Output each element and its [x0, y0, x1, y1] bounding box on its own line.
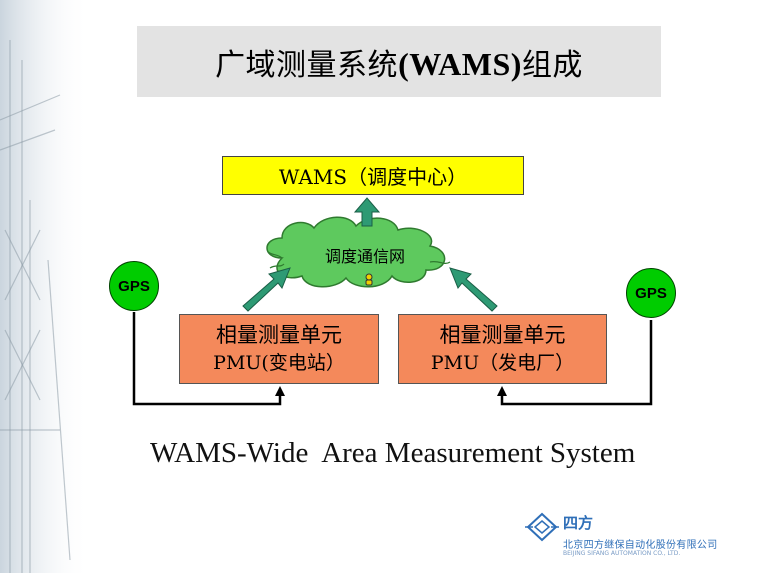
- company-logo: 四方 北京四方继保自动化股份有限公司 BEIJING SIFANG AUTOMA…: [525, 510, 750, 560]
- pmu-powerplant-line1: 相量测量单元: [439, 323, 566, 347]
- diamond-logo-icon: [525, 512, 559, 542]
- arrow-right-pmu-to-cloud: [449, 267, 498, 312]
- network-label: 调度通信网: [324, 247, 405, 266]
- logo-name: 四方: [563, 514, 594, 532]
- arrow-left-pmu-to-cloud: [242, 267, 291, 312]
- gps-left: GPS: [109, 261, 159, 311]
- logo-company-cn: 北京四方继保自动化股份有限公司: [563, 540, 718, 551]
- gps-right-link: [500, 320, 653, 406]
- network-cloud: [266, 216, 446, 288]
- dispatch-center-label: WAMS（调度中心）: [278, 165, 468, 189]
- pmu-substation-line2: PMU(变电站）: [213, 352, 345, 374]
- pmu-substation-box: 相量测量单元 PMU(变电站）: [179, 314, 379, 384]
- arrowhead-right: [497, 386, 507, 396]
- title-banner: 广域测量系统(WAMS)组成: [137, 26, 661, 97]
- background-decoration: [0, 0, 90, 573]
- wams-caption: WAMS-Wide Area Measurement System: [150, 437, 636, 469]
- gps-right-label: GPS: [635, 284, 667, 302]
- logo-company-en: BEIJING SIFANG AUTOMATION CO., LTD.: [563, 550, 681, 557]
- gps-right: GPS: [626, 268, 676, 318]
- arrow-up-to-center: [353, 197, 381, 227]
- gps-left-link: [132, 312, 282, 406]
- arrowhead-left: [275, 386, 285, 396]
- slide-title: 广域测量系统(WAMS)组成: [215, 45, 583, 83]
- gps-left-label: GPS: [118, 277, 150, 295]
- person-icon: [365, 273, 373, 286]
- pmu-powerplant-box: 相量测量单元 PMU（发电厂）: [398, 314, 607, 384]
- dispatch-center-box: WAMS（调度中心）: [222, 156, 524, 195]
- pmu-substation-line1: 相量测量单元: [216, 323, 342, 347]
- pmu-powerplant-line2: PMU（发电厂）: [430, 352, 575, 374]
